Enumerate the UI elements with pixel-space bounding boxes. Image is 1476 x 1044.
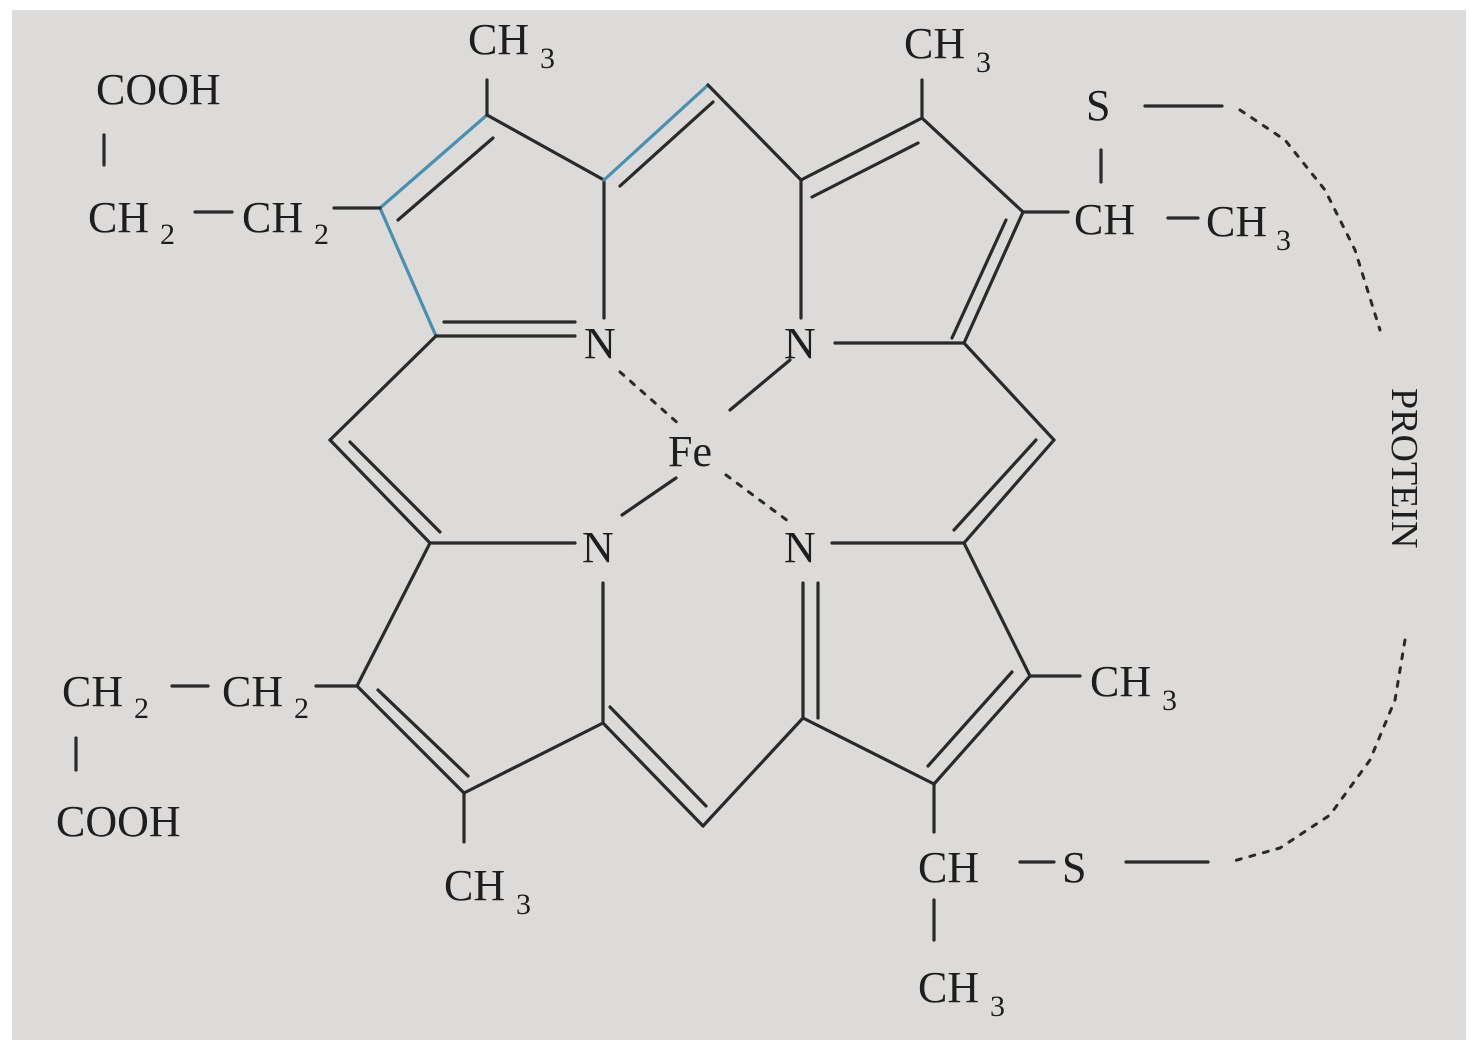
cooh-bottom-label: COOH bbox=[56, 797, 181, 846]
ch3-top-right-label: CH bbox=[904, 19, 965, 68]
pyrrole-ring-top-left bbox=[378, 113, 606, 338]
ch3-right-upper-subscript: 3 bbox=[1276, 224, 1291, 257]
ch3-bottom-left-subscript: 3 bbox=[516, 888, 531, 921]
ch3-right-lower-label: CH bbox=[1090, 657, 1151, 706]
protein-label: PROTEIN bbox=[1383, 388, 1425, 548]
ch2-bottom-b-label: CH bbox=[222, 667, 283, 716]
ch2-top-b-label: CH bbox=[242, 193, 303, 242]
n-bottom-right-label: N bbox=[784, 523, 816, 572]
pyrrole-ring-top-right bbox=[799, 116, 1025, 345]
n-bottom-left-label: N bbox=[582, 523, 614, 572]
s-bottom-label: S bbox=[1062, 843, 1086, 892]
ch3-top-left-label: CH bbox=[468, 15, 529, 64]
ch2-top-a-label: CH bbox=[88, 193, 149, 242]
ch3-bottom-left-label: CH bbox=[444, 861, 505, 910]
ch2-top-a-subscript: 2 bbox=[160, 218, 175, 251]
iron-coordination-bonds bbox=[618, 358, 794, 526]
ch3-right-upper-label: CH bbox=[1206, 197, 1267, 246]
ch3-top-right-subscript: 3 bbox=[976, 46, 991, 79]
methine-bridges bbox=[328, 83, 1056, 828]
ch3-bottom-right-label: CH bbox=[918, 963, 979, 1012]
n-top-right-label: N bbox=[784, 319, 816, 368]
ch-bottom-right-label: CH bbox=[918, 843, 979, 892]
n-top-left-label: N bbox=[584, 319, 616, 368]
ch2-top-b-subscript: 2 bbox=[314, 218, 329, 251]
ch3-right-lower-subscript: 3 bbox=[1162, 684, 1177, 717]
ch3-bottom-right-subscript: 3 bbox=[990, 990, 1005, 1023]
protein-linker-arc bbox=[1228, 108, 1407, 864]
s-top-label: S bbox=[1086, 81, 1110, 130]
pyrrole-ring-bottom-right bbox=[801, 541, 1032, 786]
ch3-top-left-subscript: 3 bbox=[540, 42, 555, 75]
fe-label: Fe bbox=[668, 427, 712, 476]
substituent-bonds bbox=[74, 78, 1224, 942]
ch-top-right-label: CH bbox=[1074, 195, 1135, 244]
ch2-bottom-a-subscript: 2 bbox=[134, 692, 149, 725]
ch2-bottom-b-subscript: 2 bbox=[294, 692, 309, 725]
pyrrole-ring-bottom-left bbox=[355, 541, 605, 795]
cooh-top-label: COOH bbox=[96, 65, 221, 114]
ch2-bottom-a-label: CH bbox=[62, 667, 123, 716]
photo-background bbox=[12, 10, 1466, 1040]
